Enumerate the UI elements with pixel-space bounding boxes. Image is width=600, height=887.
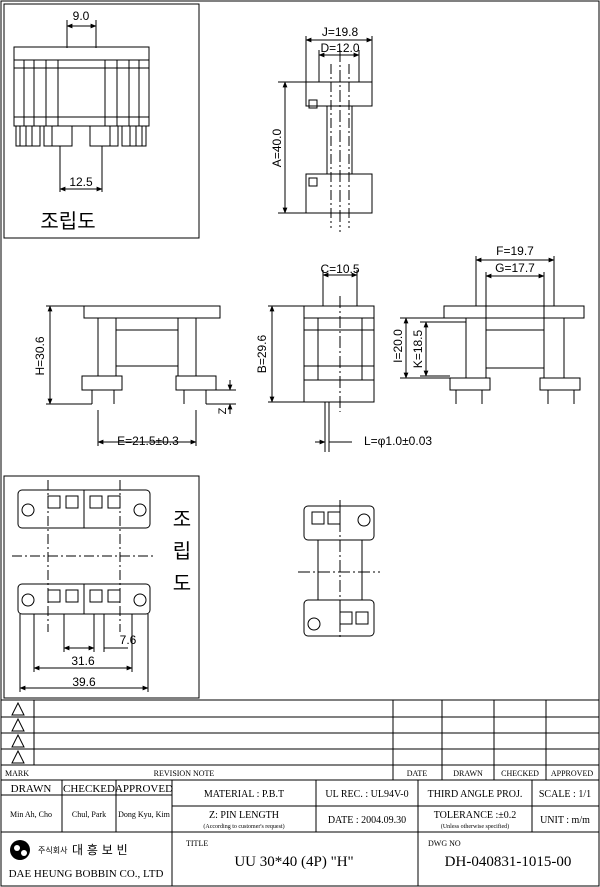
dim-I: I=20.0 [391,329,405,363]
unit: UNIT : m/m [540,815,590,826]
front-view-b [268,270,375,452]
date: DATE : 2004.09.30 [328,815,406,826]
dim-B: B=29.6 [255,334,269,373]
dim-F: F=19.7 [496,244,534,258]
top-assembly-frame [3,3,200,239]
assembly-label-vert-3: 도 [173,571,191,595]
dim-top-pin-span: 12.5 [69,175,93,189]
company-logo [10,840,30,860]
rev-header-approved: APPROVED [551,769,593,778]
company-eng-name: DAE HEUNG BOBBIN CO., LTD [9,868,164,880]
dim-bottom-39-6: 39.6 [72,675,96,689]
title-label: TITLE [186,839,208,848]
dim-D: D=12.0 [320,41,359,55]
rev-header-checked: CHECKED [501,769,539,778]
company-kor-name: 대 흥 보 빈 [72,843,128,857]
material: MATERIAL : P.B.T [204,789,284,800]
rev-header-mark: MARK [5,769,29,778]
dim-H: H=30.6 [33,336,47,375]
drawing-title: UU 30*40 (4P) "H" [234,854,353,870]
projection: THIRD ANGLE PROJ. [428,789,523,800]
pin-length: Z: PIN LENGTH [209,810,279,821]
name-approved: Dong Kyu, Kim [118,810,171,819]
rev-header-drawn: DRAWN [453,769,483,778]
dim-L: L=φ1.0±0.03 [364,434,432,448]
dim-bottom-31-6: 31.6 [71,654,95,668]
side-view-f [400,256,585,404]
pin-length-note: (According to customer's request) [203,823,284,830]
ul-rec: UL REC. : UL94V-0 [325,789,408,800]
front-view-h [46,305,236,446]
assembly-label-vert-1: 조 [173,507,191,531]
label-drawn: DRAWN [11,783,52,795]
label-checked: CHECKED [63,783,115,795]
drawing-number: DH-040831-1015-00 [445,854,572,870]
revision-marks [11,701,25,764]
company-kor-prefix: 주식회사 [38,846,68,855]
bottom-view [298,500,380,640]
dim-top-pitch: 9.0 [73,9,90,23]
dim-Z: Z [217,407,229,414]
dim-G: G=17.7 [495,261,535,275]
tolerance-note: (Unless otherwise specified) [441,823,509,830]
top-assembly-view [13,20,150,192]
assembly-label-vert-2: 립 [173,539,191,563]
dim-A: A=40.0 [270,128,284,167]
name-checked: Chul, Park [72,810,106,819]
side-view-a [278,36,373,232]
bottom-assembly-frame [3,475,200,699]
dwg-no-label: DWG NO [428,839,461,848]
label-approved: APPROVED [115,783,173,795]
dim-bottom-7-6: 7.6 [120,633,137,647]
assembly-label-top: 조립도 [40,209,95,233]
tolerance: TOLERANCE :±0.2 [434,810,517,821]
dim-C: C=10.5 [320,262,359,276]
rev-header-note: REVISION NOTE [154,769,215,778]
rev-header-date: DATE [407,769,428,778]
name-drawn: Min Ah, Cho [10,810,52,819]
title-block-grid [1,699,599,886]
dim-E: E=21.5±0.3 [117,434,179,448]
bottom-assembly-view [12,480,156,692]
dim-J: J=19.8 [322,25,359,39]
dim-K: K=18.5 [411,329,425,368]
scale: SCALE : 1/1 [539,789,591,800]
